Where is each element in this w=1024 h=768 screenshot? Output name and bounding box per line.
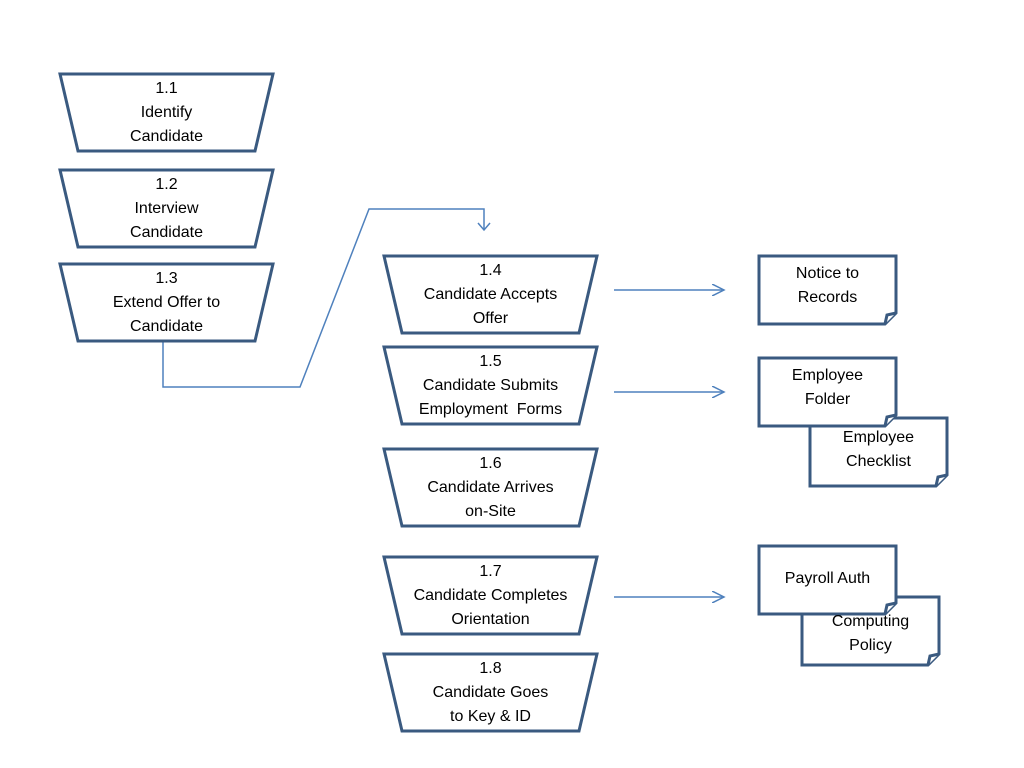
step-1-2-label: 1.2 Interview Candidate: [78, 170, 255, 247]
step-title-line2: Candidate: [130, 317, 203, 335]
step-1-2-shape: [58, 168, 275, 249]
step-title-line1: Extend Offer to: [112, 293, 221, 311]
doc-notice-to-records-label: Notice to Records: [759, 256, 896, 316]
step-1-6-label: 1.6 Candidate Arrives on-Site: [390, 449, 591, 526]
doc-line1: Employee: [842, 429, 915, 446]
step-title-line2: Candidate: [130, 223, 203, 241]
step-title-line2: Candidate: [130, 127, 203, 145]
step-number: 1.6: [479, 454, 502, 472]
step-title-line1: Candidate Arrives: [427, 478, 554, 496]
doc-line1: Computing: [831, 613, 910, 630]
step-1-1-label: 1.1 Identify Candidate: [78, 74, 255, 151]
step-number: 1.1: [155, 79, 178, 97]
doc-line1: Employee: [791, 367, 864, 384]
step-1-5-label: 1.5 Candidate Submits Employment Forms: [390, 347, 591, 424]
doc-line2: Folder: [804, 391, 851, 408]
step-title-line1: Candidate Goes: [432, 683, 549, 701]
connector-1-3-to-1-4: [162, 208, 485, 388]
doc-employee-folder-label: Employee Folder: [759, 358, 896, 418]
step-title-line2: Orientation: [451, 610, 530, 628]
step-1-1-shape: [58, 72, 275, 153]
step-title-line1: Identify: [140, 103, 193, 121]
doc-line2: Policy: [849, 637, 892, 654]
connector-1-3-arrowhead: [477, 222, 491, 232]
step-1-4-shape: [382, 254, 599, 335]
step-title-line2: Offer: [472, 309, 509, 327]
step-title-line1: Candidate Completes: [413, 586, 568, 604]
step-1-4-label: 1.4 Candidate Accepts Offer: [390, 256, 591, 333]
doc-employee-folder-shape: [757, 356, 898, 428]
step-1-7-shape: [382, 555, 599, 636]
doc-payroll-auth-label: Payroll Auth: [759, 546, 896, 612]
step-title-line2: on-Site: [465, 502, 516, 520]
doc-payroll-auth-shape: [757, 544, 898, 616]
doc-notice-to-records-shape: [757, 254, 898, 326]
step-title-line2: Employment Forms: [418, 400, 563, 418]
step-1-7-label: 1.7 Candidate Completes Orientation: [386, 557, 595, 634]
step-1-8-shape: [382, 652, 599, 733]
step-number: 1.3: [155, 269, 178, 287]
doc-employee-checklist-label: Employee Checklist: [810, 424, 947, 476]
doc-line1: Payroll Auth: [784, 570, 871, 587]
step-1-5-shape: [382, 345, 599, 426]
step-number: 1.8: [479, 659, 502, 677]
step-number: 1.5: [479, 352, 502, 370]
step-title-line2: to Key & ID: [450, 707, 531, 725]
doc-line2: Records: [797, 289, 858, 306]
step-number: 1.4: [479, 261, 502, 279]
step-number: 1.7: [479, 562, 502, 580]
doc-line1: Notice to: [795, 265, 860, 282]
step-title-line1: Interview: [134, 199, 199, 217]
step-1-8-label: 1.8 Candidate Goes to Key & ID: [390, 654, 591, 731]
doc-computing-policy-label: Computing Policy: [802, 610, 939, 658]
doc-employee-checklist-shape: [808, 416, 949, 488]
step-1-6-shape: [382, 447, 599, 528]
step-title-line1: Candidate Submits: [422, 376, 559, 394]
step-1-3-shape: [58, 262, 275, 343]
step-title-line1: Candidate Accepts: [423, 285, 558, 303]
step-1-3-label: 1.3 Extend Offer to Candidate: [68, 264, 265, 341]
step-number: 1.2: [155, 175, 178, 193]
doc-line2: Checklist: [846, 453, 911, 470]
